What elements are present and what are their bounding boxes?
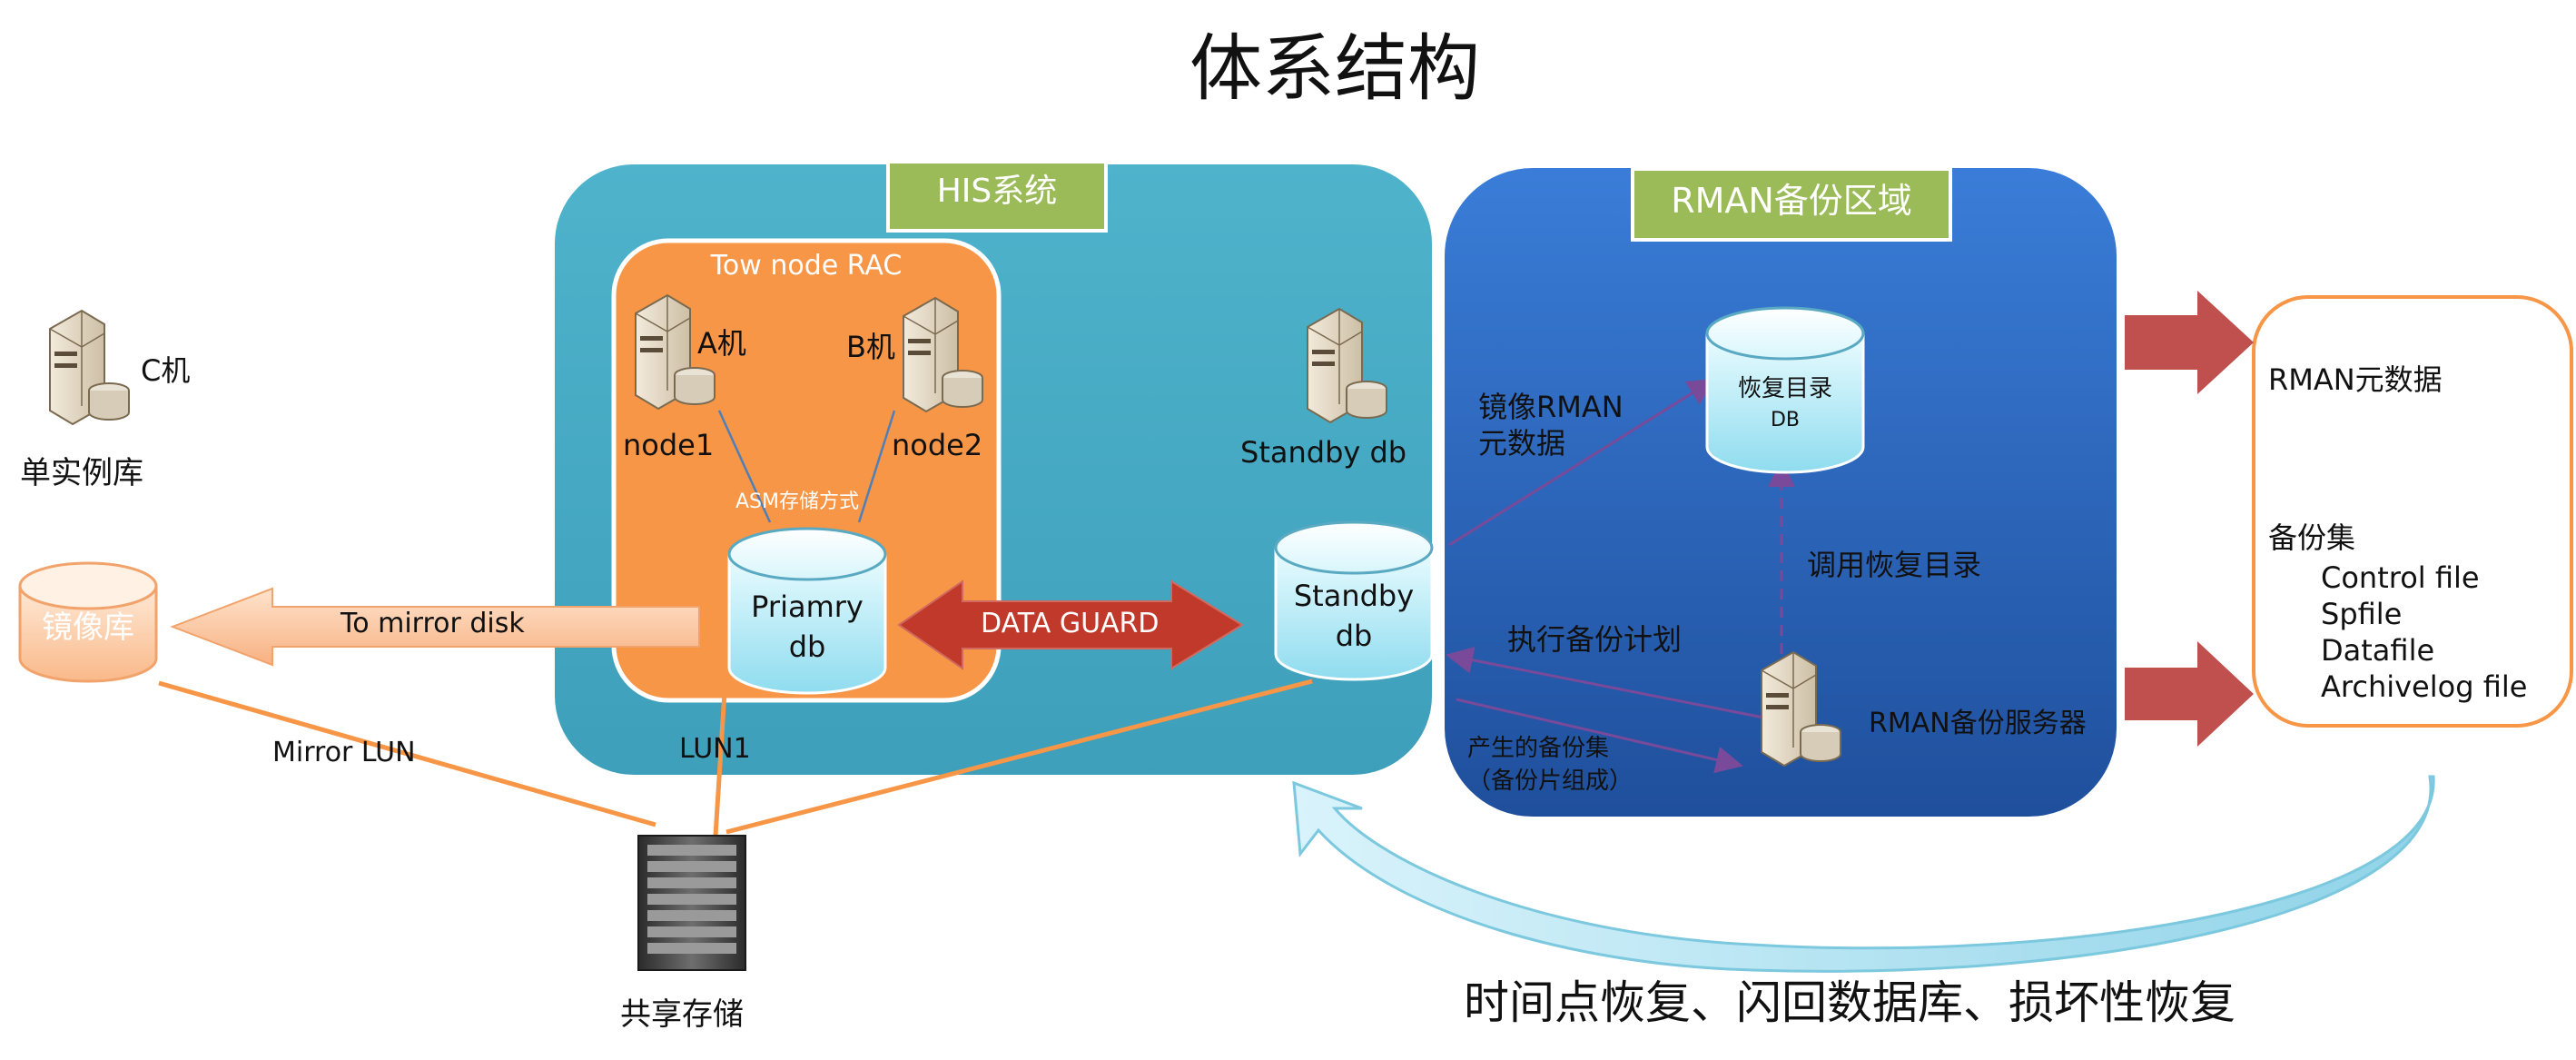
output-item-spfile: Spfile [2321,597,2403,631]
catalog-db-cylinder [1705,306,1865,474]
rac-label: Tow node RAC [710,250,903,282]
mirror-lun-label: Mirror LUN [272,737,416,768]
catalog-db-label-1: 恢复目录 [1737,375,1832,402]
server-icon-standby [1307,307,1387,424]
node2-label: node2 [892,428,983,462]
output-metadata-label: RMAN元数据 [2268,362,2443,397]
mirror-db-label: 镜像库 [42,609,134,646]
output-item-datafile: Datafile [2321,633,2435,668]
call-catalog-label: 调用恢复目录 [1807,548,1982,582]
mirror-meta-label-1: 镜像RMAN [1478,390,1624,424]
exec-plan-label: 执行备份计划 [1507,622,1683,657]
mirror-arrow-label: To mirror disk [341,608,525,639]
c-host-label: C机 [141,353,191,388]
node1-label: node1 [623,428,715,462]
standby-db-cylinder [1274,520,1434,681]
arrow-to-metadata [2125,291,2254,394]
recovery-curve [1292,775,2435,973]
standby-lun-line [725,679,1313,835]
c-host-caption: 单实例库 [20,455,143,491]
primary-db-label-2: db [788,629,826,664]
storage-rack-icon [637,835,746,971]
lun-label: LUN1 [679,733,751,765]
server-icon-c [49,309,130,426]
host-a-label: A机 [697,326,746,361]
data-guard-label: DATA GUARD [981,608,1160,639]
shared-storage-label: 共享存储 [620,996,744,1033]
recovery-caption: 时间点恢复、闪回数据库、损坏性恢复 [1464,976,2235,1029]
output-item-control: Control file [2321,560,2480,595]
asm-label: ASM存储方式 [735,490,859,513]
catalog-db-label-2: DB [1770,409,1801,431]
data-guard-arrow [897,580,1244,670]
primary-db-cylinder [727,527,887,695]
mirror-meta-label-2: 元数据 [1478,426,1566,461]
arrow-to-backupsets [2125,641,2254,747]
mirror-metadata-arrow [1448,378,1716,547]
exec-plan-arrow [1446,646,1764,719]
rman-server-label: RMAN备份服务器 [1869,708,2087,739]
server-icon-a [635,293,716,411]
output-item-archivelog: Archivelog file [2321,669,2528,704]
mirror-lun-line [158,680,656,827]
backup-set-label-1: 产生的备份集 [1467,735,1610,762]
rman-label-box [1631,167,1952,242]
server-icon-b [903,296,983,413]
backup-set-arrow [1456,698,1743,774]
primary-lun-line [713,662,729,837]
host-b-label: B机 [846,330,895,364]
backup-set-label-2: （备份片组成） [1467,768,1633,795]
asm-line-b [857,410,896,523]
standby-server-label: Standby db [1240,435,1407,470]
standby-db-label-1: Standby [1293,579,1415,613]
rman-region [1439,163,2122,822]
asm-line-a [717,410,772,523]
his-label-box [886,160,1108,233]
mirror-arrow [170,587,700,667]
output-panel [2252,295,2573,728]
his-label: HIS系统 [936,173,1058,210]
output-backupsets-label: 备份集 [2268,520,2356,555]
primary-db-label-1: Priamry [751,589,864,624]
mirror-db-cylinder [18,561,158,683]
rman-label: RMAN备份区域 [1671,181,1912,221]
page-title: 体系结构 [1189,26,1480,111]
server-icon-rman [1761,650,1841,768]
standby-db-label-2: db [1335,619,1373,653]
